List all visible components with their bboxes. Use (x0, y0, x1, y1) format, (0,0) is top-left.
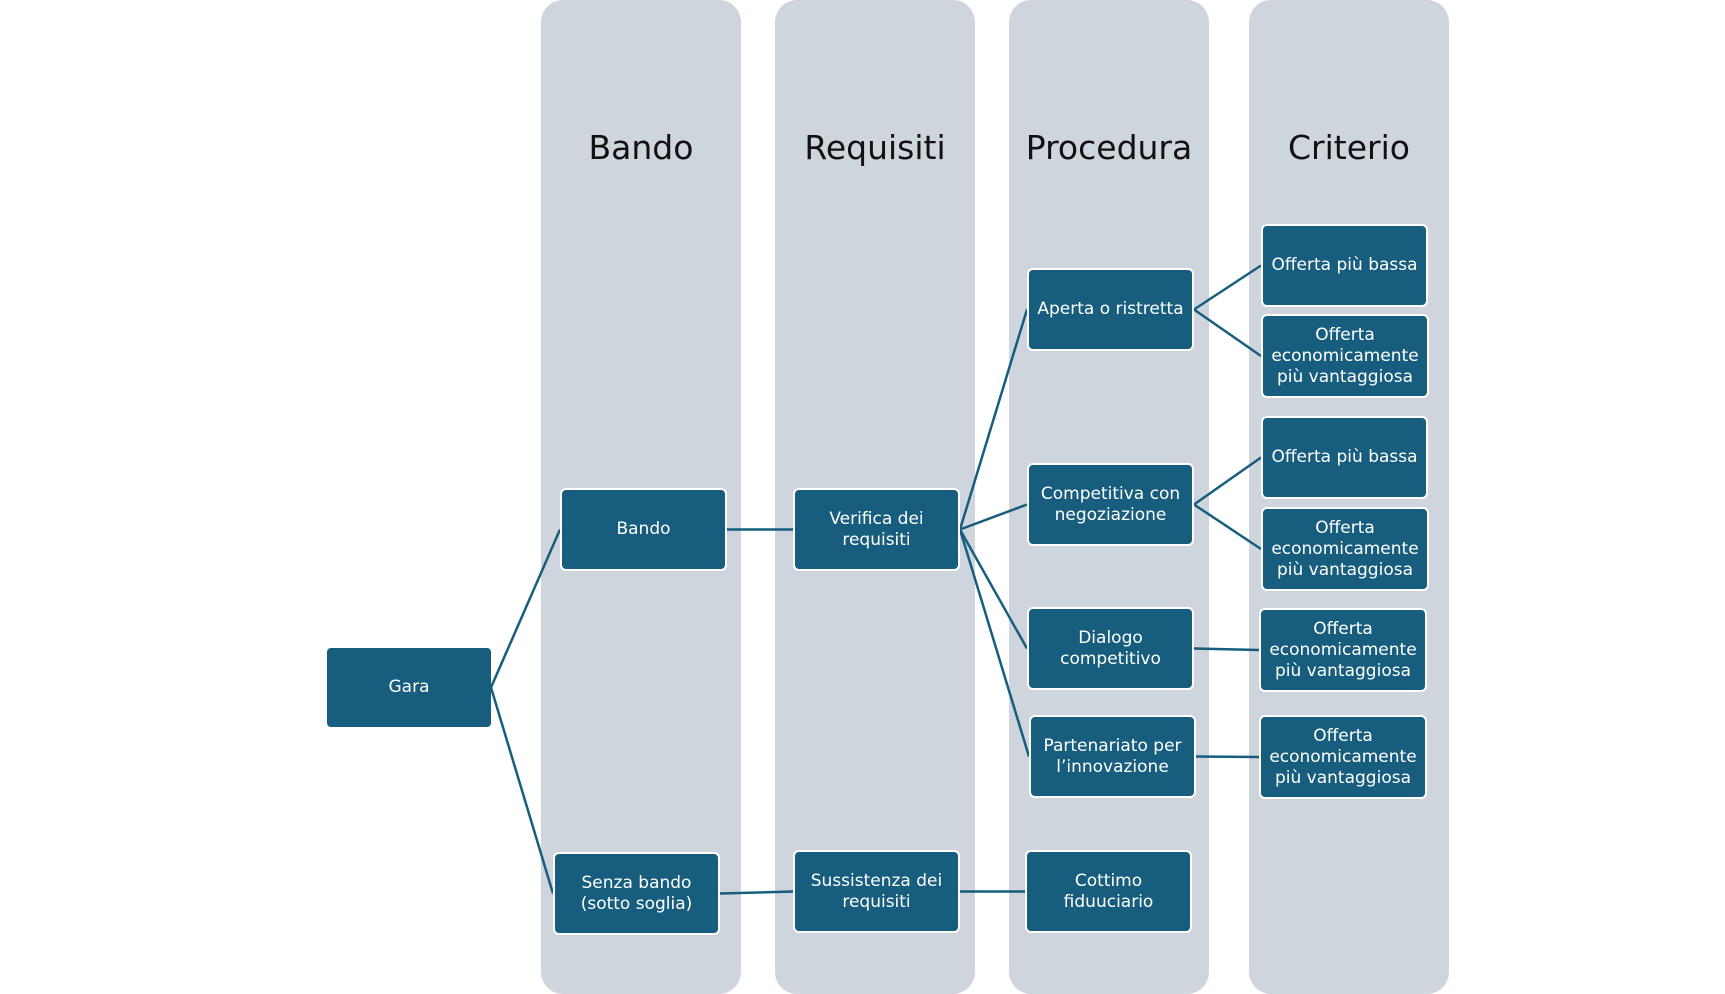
node-sussistenza-requisiti: Sussistenza dei requisiti (793, 850, 960, 933)
column-title-bando: Bando (588, 128, 694, 167)
node-criterio-vantaggiosa-3: Offerta economicamente più vantaggiosa (1259, 608, 1427, 692)
node-criterio-offerta-bassa-2: Offerta più bassa (1261, 416, 1428, 499)
node-senza-bando: Senza bando (sotto soglia) (553, 852, 720, 935)
connector-verifica-partenariato (958, 529, 1031, 757)
node-criterio-vantaggiosa-2: Offerta economicamente più vantaggiosa (1261, 507, 1429, 591)
node-competitiva-negoziazione: Competitiva con negoziazione (1027, 463, 1194, 546)
connector-gara-bando (489, 528, 562, 689)
node-bando: Bando (560, 488, 727, 571)
connector-partenariato-c6 (1195, 755, 1260, 759)
node-verifica-requisiti: Verifica dei requisiti (793, 488, 960, 571)
connector-gara-senza_bando (489, 687, 555, 894)
node-criterio-offerta-bassa-1: Offerta più bassa (1261, 224, 1428, 307)
connector-aperta-c2 (1193, 308, 1262, 358)
connector-dialogo-c5 (1193, 647, 1260, 652)
connector-verifica-aperta (958, 309, 1029, 530)
column-title-procedura: Procedura (1025, 128, 1193, 167)
node-dialogo-competitivo: Dialogo competitivo (1027, 607, 1194, 690)
node-criterio-vantaggiosa-1: Offerta economicamente più vantaggiosa (1261, 314, 1429, 398)
connector-verifica-dialogo (958, 528, 1029, 650)
connector-aperta-c1 (1193, 264, 1262, 311)
column-title-requisiti: Requisiti (804, 128, 946, 167)
node-partenariato-innovazione: Partenariato per l’innovazione (1029, 715, 1196, 798)
node-gara: Gara (327, 648, 491, 727)
column-title-criterio: Criterio (1288, 128, 1410, 167)
connector-competitiva-c4 (1193, 503, 1262, 551)
connector-verifica-competitiva (959, 503, 1028, 531)
node-criterio-vantaggiosa-4: Offerta economicamente più vantaggiosa (1259, 715, 1427, 799)
connector-senza_bando-sussistenza (719, 890, 794, 895)
node-aperta-ristretta: Aperta o ristretta (1027, 268, 1194, 351)
node-cottimo-fiduciario: Cottimo fiduuciario (1025, 850, 1192, 933)
connector-competitiva-c3 (1193, 456, 1262, 506)
